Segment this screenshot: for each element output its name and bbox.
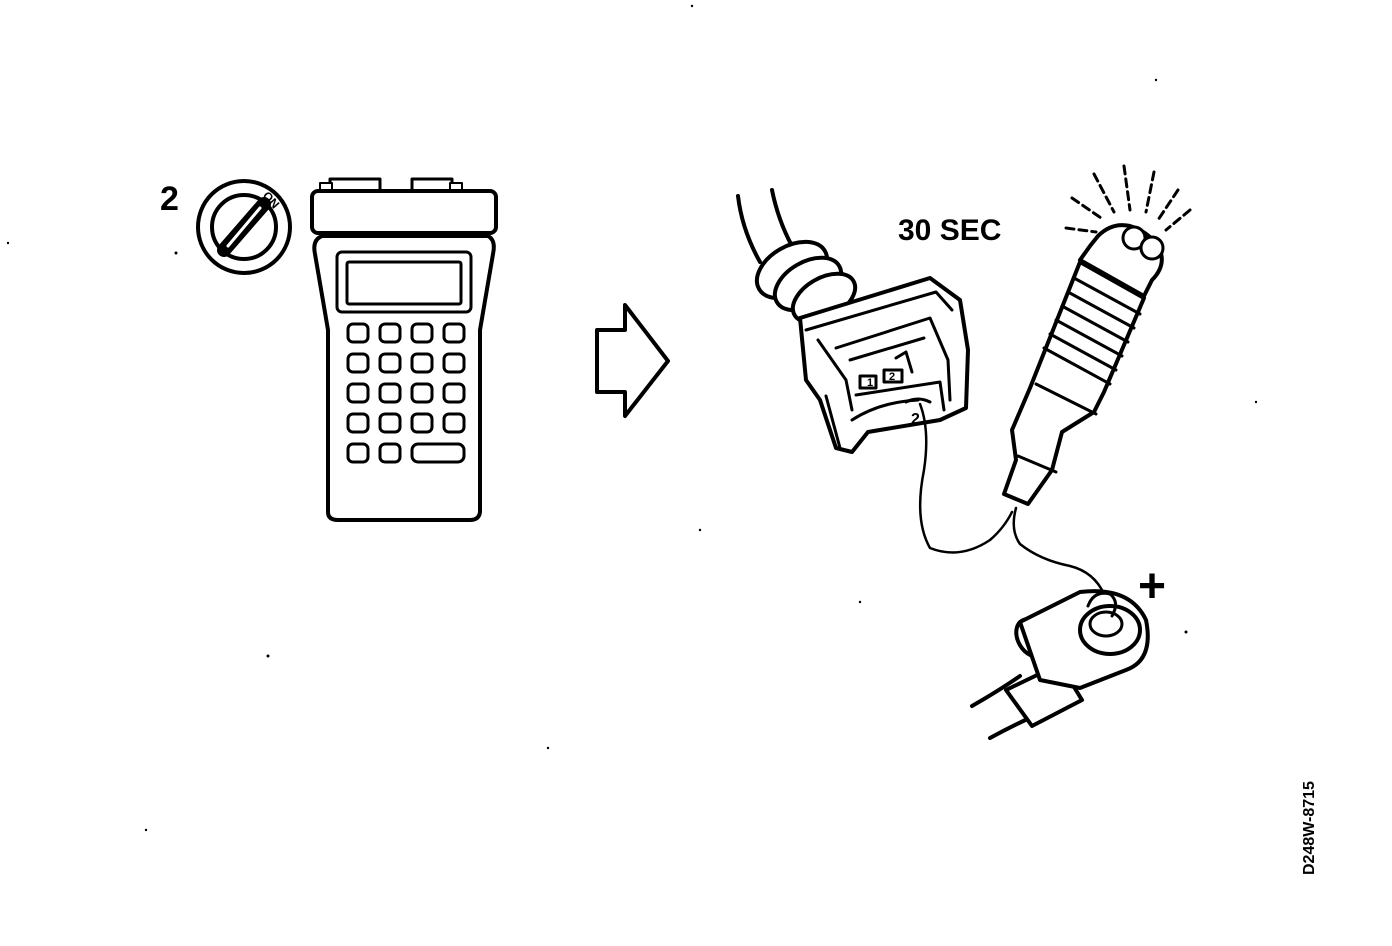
pin-label-center: 2 xyxy=(889,371,895,383)
tester-key xyxy=(442,352,466,374)
tester-key xyxy=(346,442,370,464)
tester-key xyxy=(378,382,402,404)
polarity-plus-label: + xyxy=(1138,560,1166,613)
tester-key-wide xyxy=(410,442,466,464)
tester-head xyxy=(310,189,498,235)
tester-key xyxy=(442,322,466,344)
test-lamp-icon xyxy=(1002,164,1192,506)
diagnostic-tester xyxy=(310,177,498,522)
tester-key xyxy=(442,382,466,404)
tester-key xyxy=(378,412,402,434)
connector-pin-socket xyxy=(858,374,878,390)
injector-connector xyxy=(798,276,970,454)
tester-key xyxy=(346,412,370,434)
tester-key xyxy=(346,352,370,374)
step-number: 2 xyxy=(160,180,179,218)
tester-key xyxy=(410,322,434,344)
tester-key xyxy=(346,322,370,344)
battery-positive-terminal xyxy=(970,589,1150,740)
ignition-switch: ON xyxy=(196,179,292,275)
tester-key xyxy=(378,352,402,374)
test-lead-wires xyxy=(918,402,1106,596)
tester-keypad xyxy=(346,322,466,464)
harness-cable xyxy=(736,188,794,264)
ignition-key-icon xyxy=(217,197,271,257)
tester-key xyxy=(378,322,402,344)
tester-key xyxy=(442,412,466,434)
connector-pin-socket xyxy=(882,368,904,384)
tester-display xyxy=(335,250,473,314)
tester-key xyxy=(378,442,402,464)
tester-key xyxy=(346,382,370,404)
tester-key xyxy=(410,352,434,374)
pin-label-right: 2 xyxy=(911,411,920,428)
tester-key xyxy=(410,412,434,434)
figure-code: D248W-8715 xyxy=(1301,781,1318,875)
lamp-light-rays xyxy=(1064,164,1192,234)
scan-specks xyxy=(6,4,1258,832)
tester-body xyxy=(312,234,496,522)
tester-key xyxy=(410,382,434,404)
timer-label: 30 SEC xyxy=(898,214,1001,247)
arrow-right-icon xyxy=(595,303,670,418)
pin-label-left: 1 xyxy=(867,377,873,389)
